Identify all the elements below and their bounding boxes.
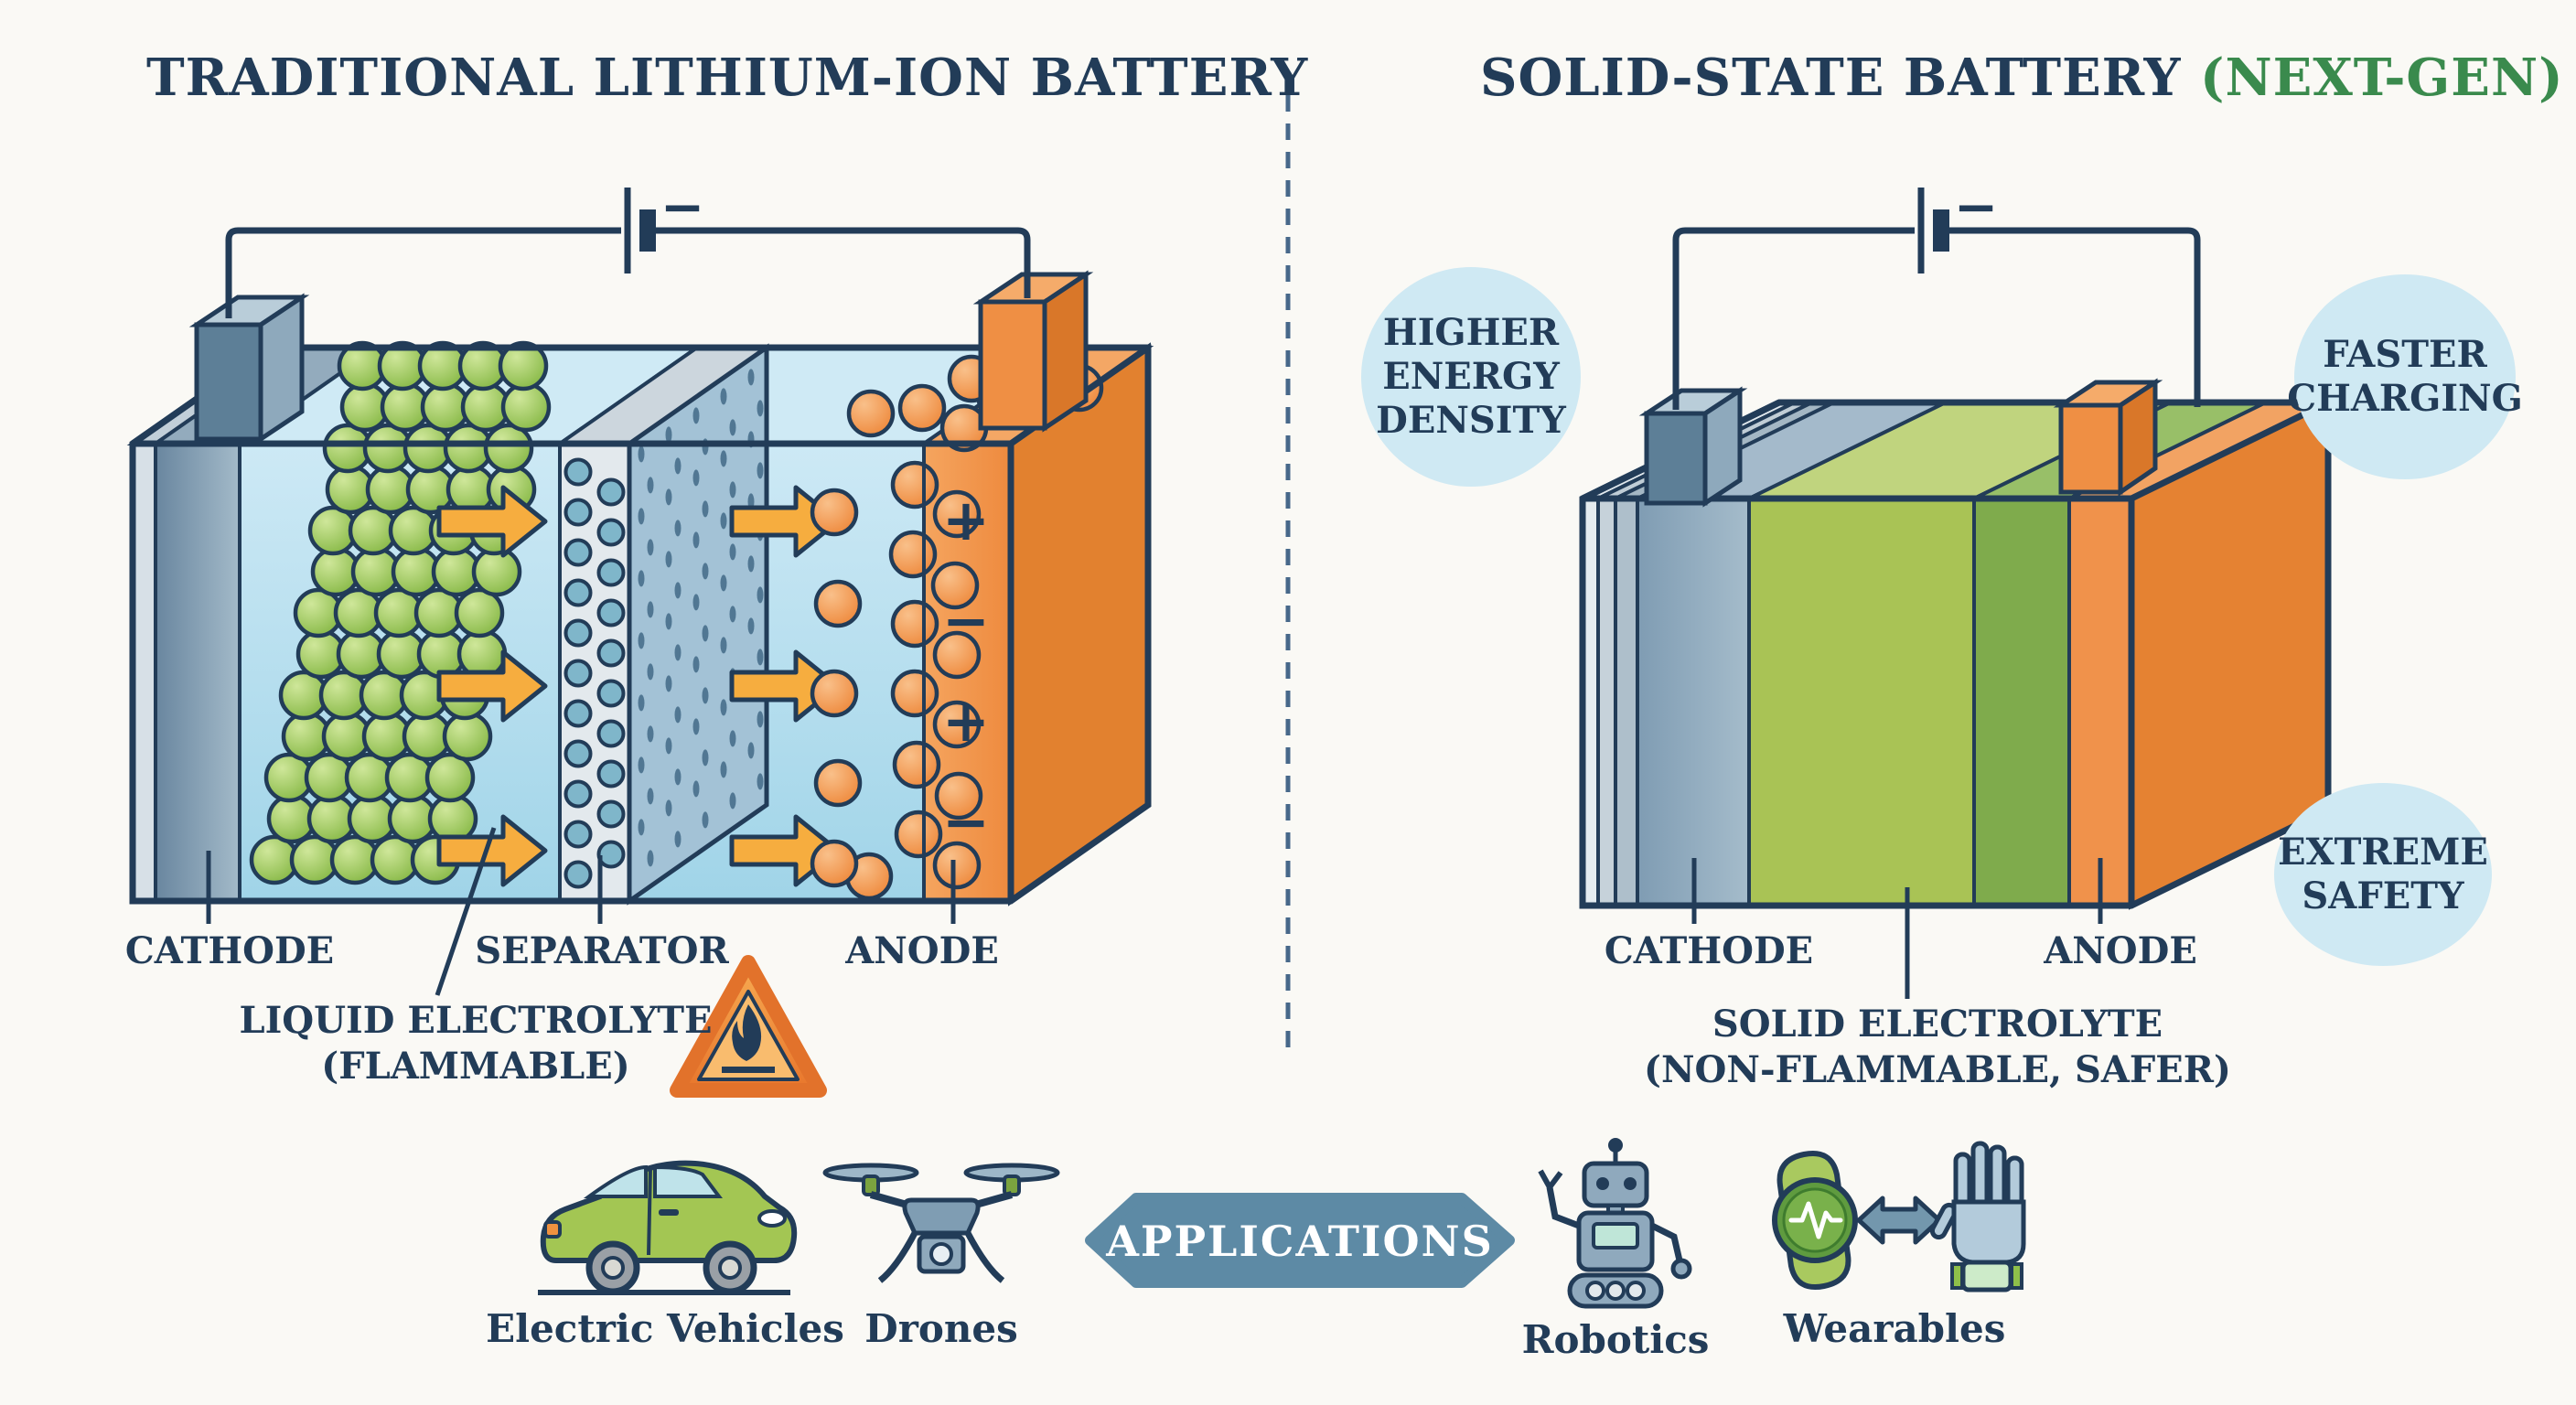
separator-sheet-pores: [638, 369, 764, 867]
right-layer-edges: [1596, 499, 2071, 906]
benefit-line: DENSITY: [1376, 399, 1566, 442]
right-cathode-label: CATHODE: [1604, 929, 1814, 972]
right-title: SOLID-STATE BATTERY (NEXT-GEN): [1480, 48, 2564, 108]
right-cathode-layer: [1637, 499, 1749, 906]
app-label-drones: Drones: [864, 1306, 1018, 1351]
flame-icon: [732, 1004, 762, 1061]
right-casing-layer-3: [1615, 499, 1637, 906]
benefit-bubble-higher-energy-density: HIGHER ENERGY DENSITY: [1361, 267, 1581, 487]
flammable-warning-triangle-icon: [670, 955, 827, 1098]
separator-membrane-sheet: [627, 343, 769, 906]
left-title: TRADITIONAL LITHIUM-ION BATTERY: [146, 48, 1308, 108]
left-anode-label: ANODE: [845, 929, 999, 972]
left-cathode-terminal: [188, 293, 310, 444]
left-cathode-layer: [156, 444, 240, 901]
app-label-electric-vehicles: Electric Vehicles: [486, 1306, 844, 1351]
lithium-ion-spheres: [249, 340, 552, 885]
left-separator-label: SEPARATOR: [475, 929, 729, 972]
drone-icon: [822, 1163, 1060, 1283]
right-cathode-terminal: [1638, 386, 1748, 508]
benefit-line: EXTREME: [2278, 831, 2488, 874]
liquid-electrolyte-label-line2: (FLAMMABLE): [321, 1045, 630, 1088]
left-leader-lines: [206, 827, 956, 996]
left-battery-diagram: + − + − −: [126, 176, 1154, 1098]
benefit-line: FASTER: [2323, 333, 2487, 376]
solid-electrolyte-label-line1: SOLID ELECTROLYTE: [1712, 1003, 2163, 1046]
anode-polarity-symbols: + − + −: [942, 487, 990, 855]
right-anode-layer: [2069, 499, 2131, 906]
battery-minus-sign: −: [1954, 176, 1999, 238]
right-casing-layer-2: [1598, 499, 1615, 906]
battery-symbol-short-plate: [1933, 209, 1949, 252]
right-title-accent: (NEXT-GEN): [2199, 48, 2564, 108]
polarity-plus-1: +: [942, 487, 990, 553]
right-casing-layer-1: [1583, 499, 1598, 906]
glove-hand: [1929, 1141, 2026, 1265]
right-box-front-layers: [1583, 499, 2131, 906]
left-casing-layer: [133, 444, 156, 901]
left-cathode-label: CATHODE: [124, 929, 335, 972]
heartbeat-line-icon: [1788, 1201, 1843, 1239]
liquid-electrolyte-label-line1: LIQUID ELECTROLYTE: [239, 999, 713, 1042]
battery-symbol-short-plate: [639, 209, 656, 252]
left-title-text: TRADITIONAL LITHIUM-ION BATTERY: [146, 48, 1309, 108]
ion-flow-arrows: [436, 485, 841, 887]
right-solid-electrolyte: [1749, 499, 1974, 906]
benefit-line: SAFETY: [2302, 874, 2464, 917]
solid-electrolyte-label-line2: (NON-FLAMMABLE, SAFER): [1644, 1048, 2231, 1091]
benefit-line: ENERGY: [1382, 355, 1560, 398]
app-label-robotics: Robotics: [1521, 1317, 1710, 1362]
double-arrow-icon: [1856, 1196, 1942, 1245]
benefit-line: CHARGING: [2287, 377, 2523, 420]
polarity-plus-2: +: [942, 688, 990, 755]
separator-perforations: [564, 457, 626, 889]
right-anode-terminal: [2053, 378, 2163, 497]
benefit-line: HIGHER: [1382, 311, 1560, 354]
applications-row: [538, 1138, 2026, 1309]
benefit-bubble-extreme-safety: EXTREME SAFETY: [2274, 783, 2492, 966]
right-title-text: SOLID-STATE BATTERY: [1480, 48, 2182, 108]
right-circuit: −: [1672, 176, 2201, 410]
app-label-wearables: Wearables: [1783, 1306, 2006, 1351]
applications-banner-shape: [1085, 1193, 1515, 1288]
right-anode-label: ANODE: [2044, 929, 2197, 972]
polarity-minus-2: −: [942, 788, 990, 855]
left-circuit: −: [225, 176, 1031, 318]
left-layer-edges: [154, 444, 926, 901]
applications-banner-label: APPLICATIONS: [1106, 1217, 1494, 1266]
robot-icon: [1538, 1138, 1692, 1309]
right-battery-diagram: −: [1579, 176, 2332, 999]
left-anode-terminal: [972, 270, 1094, 433]
benefit-bubble-faster-charging: FASTER CHARGING: [2287, 274, 2523, 479]
right-anode-interface-layer: [1974, 499, 2069, 906]
polarity-minus-1: −: [942, 587, 990, 654]
electric-car-icon: [538, 1160, 798, 1295]
right-leader-lines: [1691, 858, 2103, 999]
battery-minus-sign: −: [660, 176, 705, 238]
smartwatch-hand-icon: [1772, 1141, 2026, 1292]
